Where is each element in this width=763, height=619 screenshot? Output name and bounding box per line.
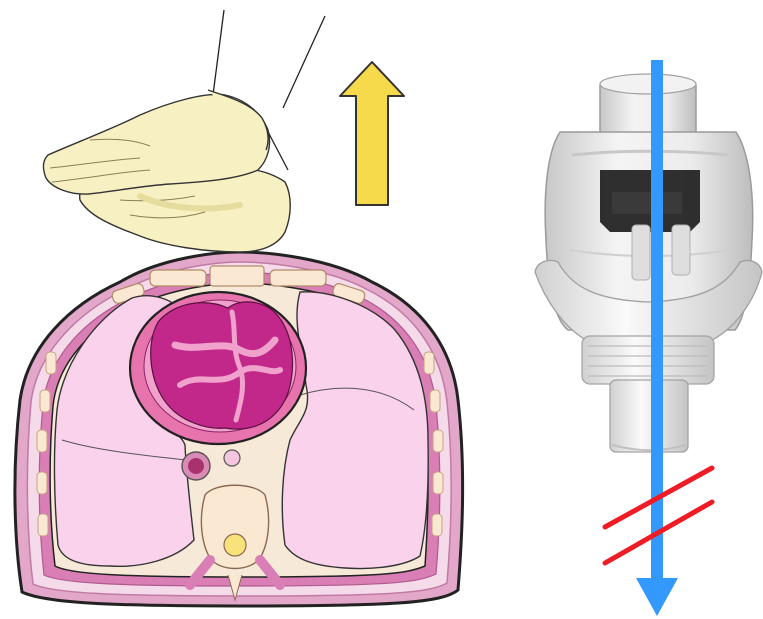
valve-device [535,74,762,452]
upward-arrow [340,62,404,205]
right-panel [535,60,762,616]
heart-chambers [151,302,293,429]
device-bottom-port [610,380,688,452]
left-panel [15,10,463,606]
gloved-hands [44,10,325,252]
chest-cross-section [15,252,463,606]
heart [130,292,306,444]
aorta [224,450,240,466]
device-neck [582,336,714,384]
